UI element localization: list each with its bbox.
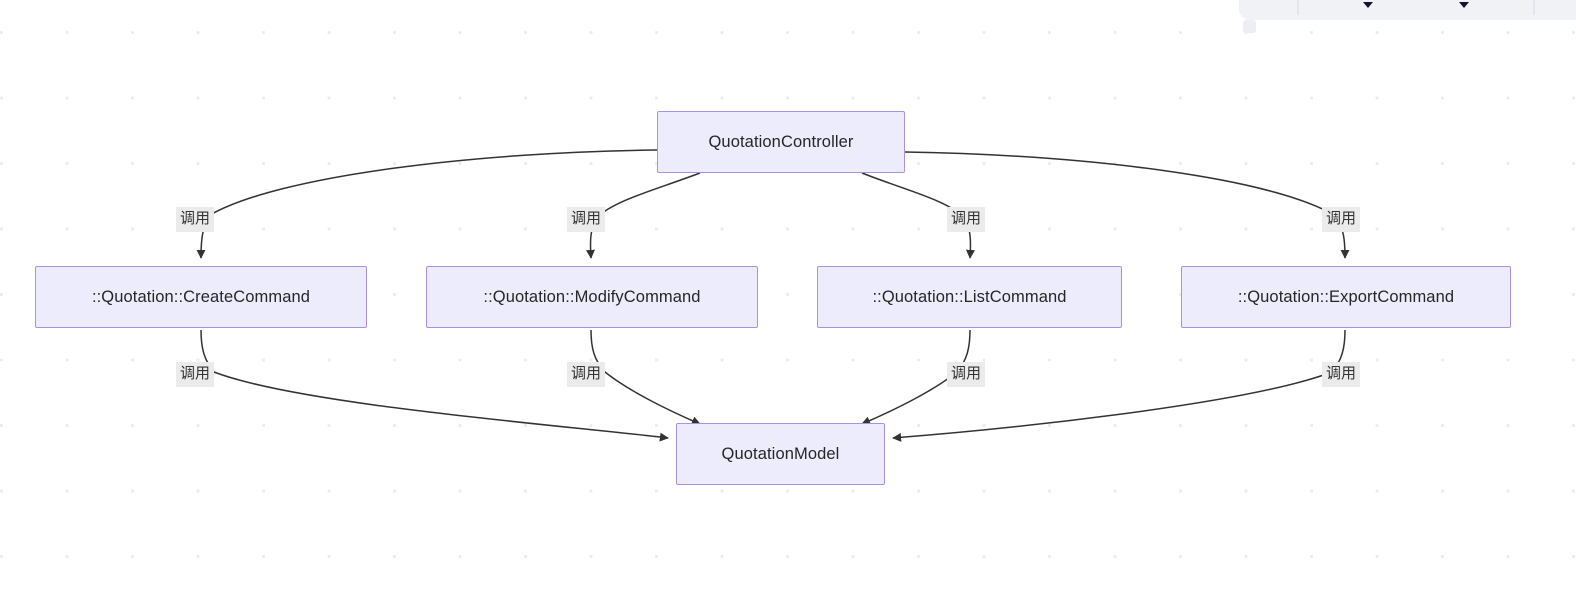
edge-label-export-model: 调用	[1322, 362, 1361, 388]
node-quotation-model[interactable]: QuotationModel	[676, 423, 885, 485]
toolbar-dropdown-1[interactable]	[1341, 0, 1395, 16]
node-quotation-list-command[interactable]: ::Quotation::ListCommand	[817, 266, 1122, 328]
edge-label-list-model: 调用	[947, 362, 986, 388]
toolbar-divider-left	[1297, 0, 1299, 15]
edge-label-create-model: 调用	[176, 362, 215, 388]
edge-label-controller-export: 调用	[1322, 207, 1361, 233]
node-label: QuotationModel	[721, 444, 840, 463]
node-label: ::Quotation::ModifyCommand	[483, 287, 701, 306]
node-label: ::Quotation::ExportCommand	[1237, 287, 1455, 306]
edge-label-controller-create: 调用	[176, 207, 215, 233]
toolbar-dropdown-2[interactable]	[1437, 0, 1491, 16]
edge-label-controller-list: 调用	[947, 207, 986, 233]
node-label: QuotationController	[708, 132, 854, 151]
floating-toolbar[interactable]	[1239, 0, 1576, 20]
chevron-down-icon	[1459, 2, 1469, 8]
node-label: ::Quotation::CreateCommand	[91, 287, 311, 306]
node-quotation-controller[interactable]: QuotationController	[657, 111, 905, 173]
node-quotation-modify-command[interactable]: ::Quotation::ModifyCommand	[426, 266, 758, 328]
toolbar-divider-right	[1533, 0, 1535, 15]
edge-modify-model	[590, 329, 701, 425]
edge-controller-create	[196, 149, 658, 259]
toolbar-corner-chip	[1243, 20, 1256, 33]
node-quotation-create-command[interactable]: ::Quotation::CreateCommand	[35, 266, 367, 328]
node-label: ::Quotation::ListCommand	[872, 287, 1067, 306]
chevron-down-icon	[1363, 2, 1373, 8]
node-quotation-export-command[interactable]: ::Quotation::ExportCommand	[1181, 266, 1511, 328]
edge-controller-export	[904, 151, 1350, 259]
edge-controller-modify	[586, 172, 701, 259]
edge-label-modify-model: 调用	[567, 362, 606, 388]
edge-label-controller-modify: 调用	[567, 207, 606, 233]
